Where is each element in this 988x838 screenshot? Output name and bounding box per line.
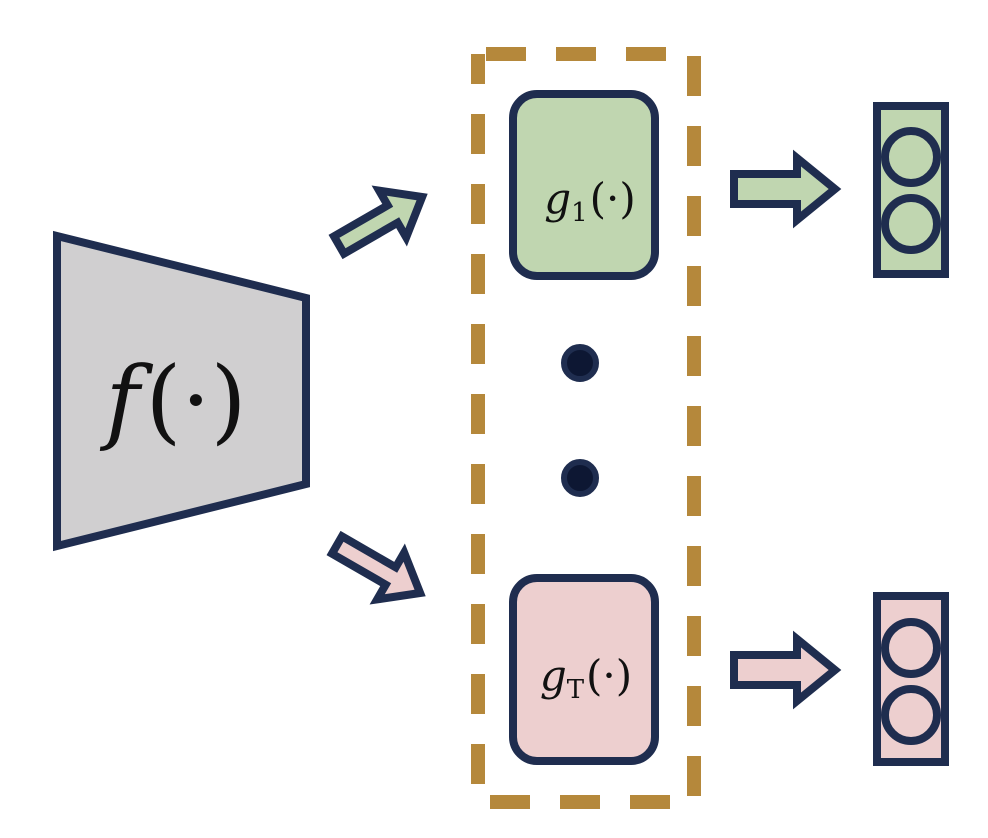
head-T-subscript: T — [567, 675, 585, 705]
encoder-block: f(·) — [53, 230, 310, 552]
head-T-arg: (·) — [586, 651, 632, 700]
block-arrow-icon — [328, 185, 428, 260]
vertical-ellipsis-icon — [561, 344, 599, 497]
head-1-subscript: 1 — [571, 198, 588, 228]
head-T-label: gT(·) — [540, 651, 632, 705]
encoder-trapezoid — [53, 230, 310, 552]
arrow-head-1-to-output-icon — [730, 149, 842, 229]
head-1-func: g — [544, 174, 571, 223]
head-1-block: g1(·) — [509, 90, 659, 280]
ellipsis-dot — [561, 344, 599, 382]
output-vector-T-cell — [881, 618, 941, 678]
head-T-box — [509, 574, 659, 765]
head-1-box — [509, 90, 659, 280]
output-vector-T-icon — [873, 592, 949, 766]
ellipsis-dot — [561, 459, 599, 497]
head-T-func: g — [540, 651, 567, 700]
output-vector-1-icon — [873, 102, 949, 278]
encoder-arg: (·) — [146, 347, 247, 454]
encoder-label: f(·) — [99, 347, 246, 454]
output-vector-T-cell — [881, 685, 941, 745]
block-arrow-icon — [326, 530, 426, 605]
head-1-label: g1(·) — [544, 174, 636, 228]
head-1-arg: (·) — [590, 174, 636, 223]
head-T-block: gT(·) — [509, 574, 659, 765]
arrow-to-head-T — [326, 530, 426, 605]
output-vector-1-cell — [881, 127, 941, 187]
heads-group-dashed-box — [471, 47, 701, 809]
arrow-to-head-1 — [328, 185, 428, 260]
arrow-head-T-to-output-icon — [730, 630, 842, 710]
output-vector-1-cell — [881, 194, 941, 254]
